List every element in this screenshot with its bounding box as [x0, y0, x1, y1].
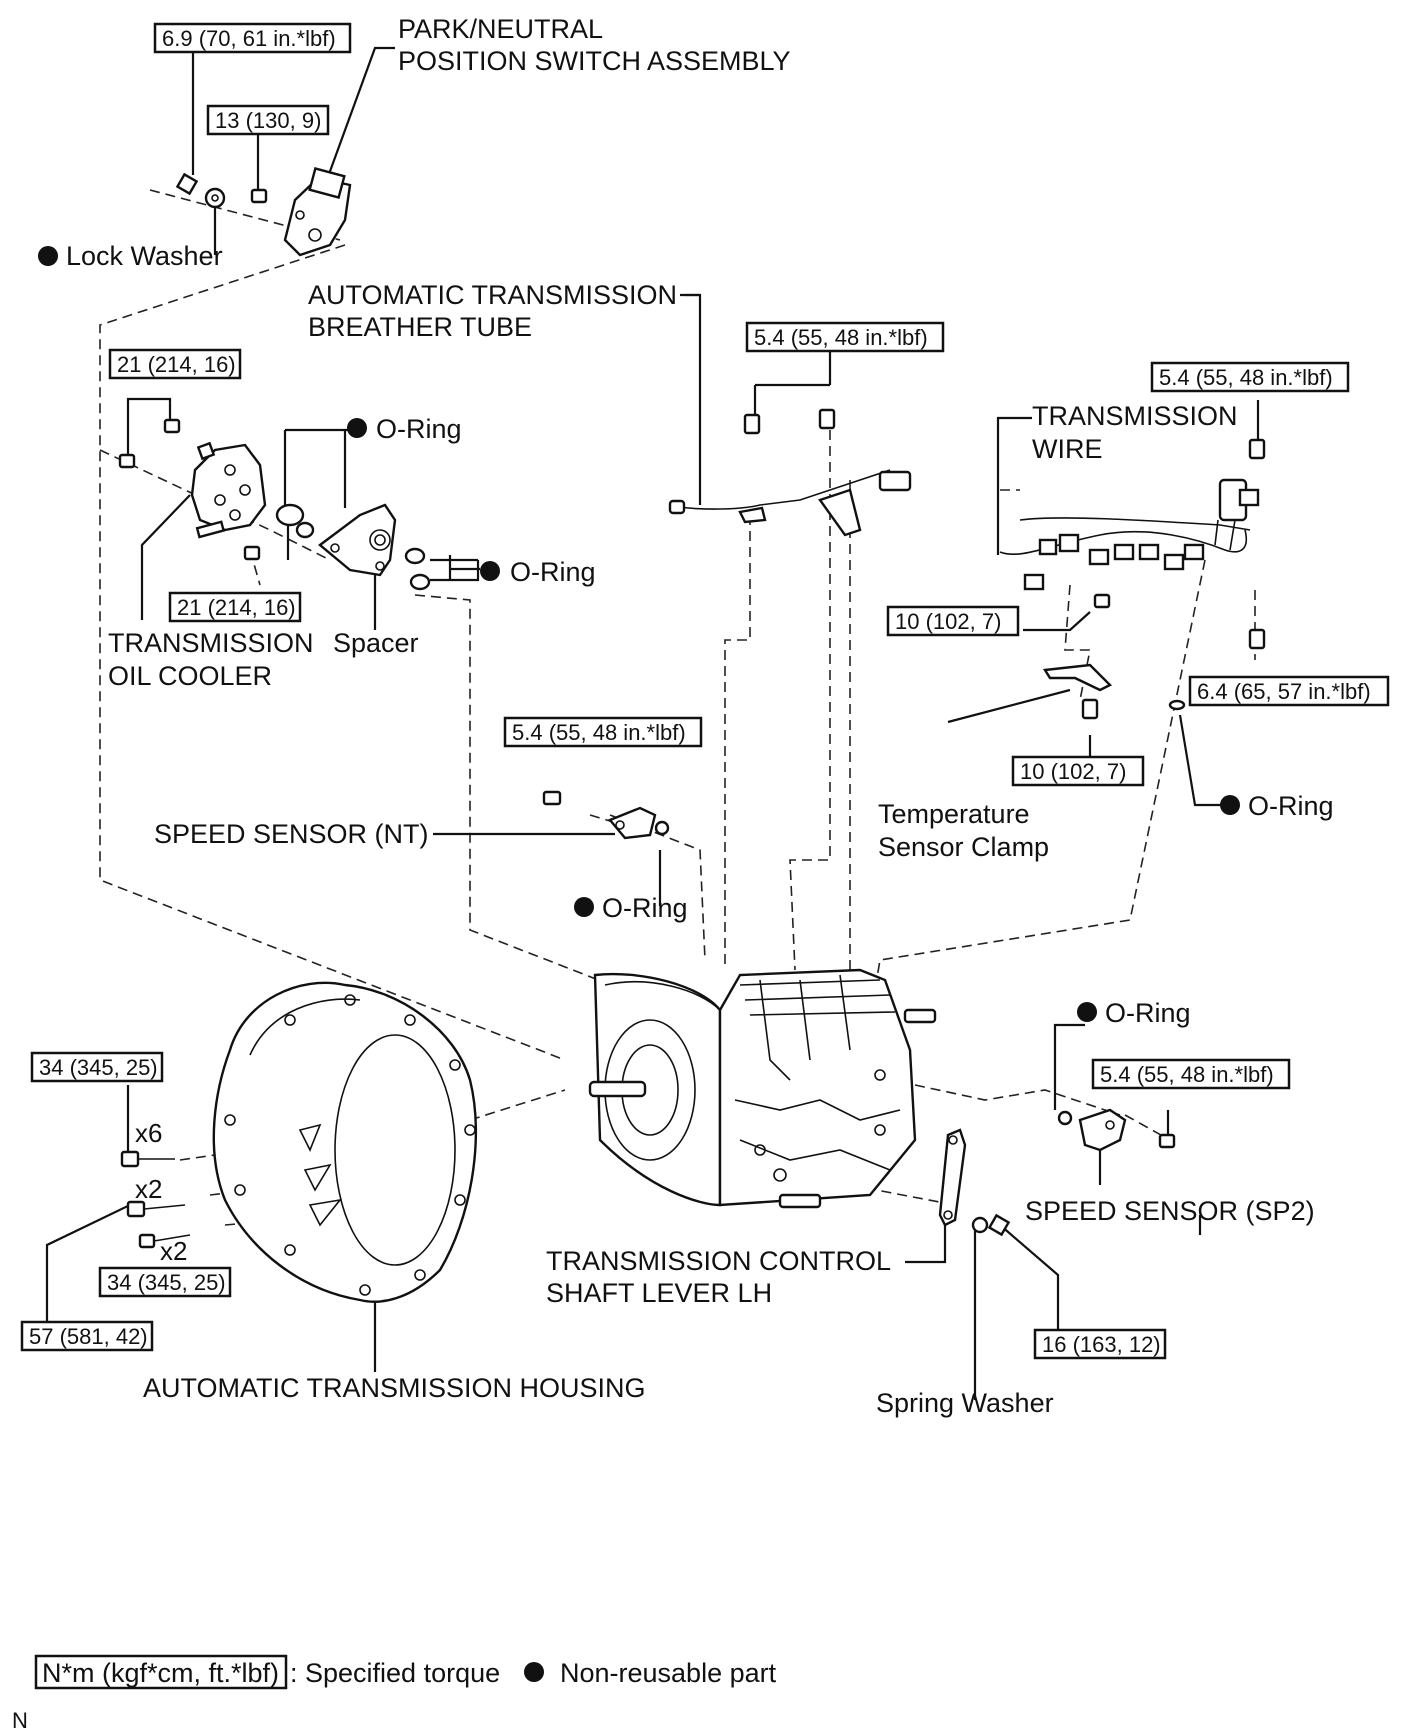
transmission-wire [999, 438, 1266, 650]
park-neutral-label: PARK/NEUTRAL [398, 14, 603, 44]
nonreusable-dot [574, 897, 594, 917]
transmission-housing [212, 981, 478, 1303]
park-neutral-switch [175, 167, 352, 257]
o-ring-label: O-Ring [510, 557, 596, 587]
torque-label: 34 (345, 25) [39, 1055, 158, 1080]
breather-tube [668, 408, 912, 537]
speed-sensor-sp2-label: SPEED SENSOR (SP2) [1025, 1196, 1315, 1226]
torque-label: 21 (214, 16) [177, 595, 296, 620]
count-x6: x6 [135, 1118, 162, 1148]
housing-bolts [120, 1150, 191, 1249]
control-shaft-lever-label: SHAFT LEVER LH [546, 1278, 772, 1308]
nonreusable-dot [347, 418, 367, 438]
nonreusable-dot [1220, 795, 1240, 815]
housing-label: AUTOMATIC TRANSMISSION HOUSING [143, 1373, 646, 1403]
spacer-label: Spacer [333, 628, 419, 658]
torque-label: 5.4 (55, 48 in.*lbf) [512, 720, 686, 745]
torque-label: 10 (102, 7) [895, 609, 1001, 634]
transmission-oil-cooler [118, 418, 267, 561]
cooler-o-rings [275, 503, 431, 591]
o-ring-label: O-Ring [376, 414, 462, 444]
torque-label: 5.4 (55, 48 in.*lbf) [754, 325, 928, 350]
torque-label: 6.9 (70, 61 in.*lbf) [162, 26, 336, 51]
control-shaft-lever [938, 1128, 1011, 1237]
torque-specs: 6.9 (70, 61 in.*lbf) 13 (130, 9) 21 (214… [20, 22, 1390, 1360]
torque-label: 5.4 (55, 48 in.*lbf) [1159, 365, 1333, 390]
torque-label: 16 (163, 12) [1042, 1332, 1161, 1357]
torque-label: 57 (581, 42) [29, 1324, 148, 1349]
legend-torque-unit: N*m (kgf*cm, ft.*lbf) [42, 1658, 279, 1688]
torque-label: 10 (102, 7) [1020, 759, 1126, 784]
speed-sensor-sp2 [1057, 1108, 1176, 1152]
legend-nonreusable: Non-reusable part [560, 1658, 777, 1688]
nonreusable-dot [480, 561, 500, 581]
legend-torque-desc: : Specified torque [290, 1658, 500, 1688]
legend: N*m (kgf*cm, ft.*lbf) : Specified torque… [12, 1654, 777, 1733]
count-x2: x2 [135, 1174, 162, 1204]
o-ring-label: O-Ring [1248, 791, 1334, 821]
count-x2: x2 [160, 1236, 187, 1266]
spring-washer-label: Spring Washer [876, 1388, 1054, 1418]
torque-label: 13 (130, 9) [215, 108, 321, 133]
temp-sensor-clamp-label: Sensor Clamp [878, 832, 1049, 862]
oil-cooler-label: OIL COOLER [108, 661, 272, 691]
part-labels: PARK/NEUTRAL POSITION SWITCH ASSEMBLY Lo… [38, 14, 1334, 1418]
o-ring-label: O-Ring [602, 893, 688, 923]
nonreusable-dot [524, 1662, 544, 1682]
temperature-sensor-clamp [1042, 663, 1186, 720]
corner-mark: N [12, 1708, 28, 1733]
control-shaft-lever-label: TRANSMISSION CONTROL [546, 1246, 891, 1276]
speed-sensor-nt [542, 790, 670, 840]
nonreusable-dot [1077, 1002, 1097, 1022]
oil-cooler-label: TRANSMISSION [108, 628, 314, 658]
torque-label: 34 (345, 25) [107, 1270, 226, 1295]
torque-label: 21 (214, 16) [117, 352, 236, 377]
torque-label: 6.4 (65, 57 in.*lbf) [1197, 679, 1371, 704]
nonreusable-dot [38, 246, 58, 266]
speed-sensor-nt-label: SPEED SENSOR (NT) [154, 819, 429, 849]
transmission-wire-label: TRANSMISSION [1032, 401, 1238, 431]
bolt-counts: x6 x2 x2 [135, 1118, 187, 1266]
transmission-wire-label: WIRE [1032, 434, 1103, 464]
o-ring-label: O-Ring [1105, 998, 1191, 1028]
park-neutral-label: POSITION SWITCH ASSEMBLY [398, 46, 791, 76]
breather-tube-label: BREATHER TUBE [308, 312, 532, 342]
spacer [318, 503, 397, 577]
transmission-case [588, 968, 937, 1209]
torque-label: 5.4 (55, 48 in.*lbf) [1100, 1062, 1274, 1087]
breather-tube-label: AUTOMATIC TRANSMISSION [308, 280, 677, 310]
lock-washer-label: Lock Washer [66, 241, 223, 271]
temp-sensor-clamp-label: Temperature [878, 799, 1030, 829]
